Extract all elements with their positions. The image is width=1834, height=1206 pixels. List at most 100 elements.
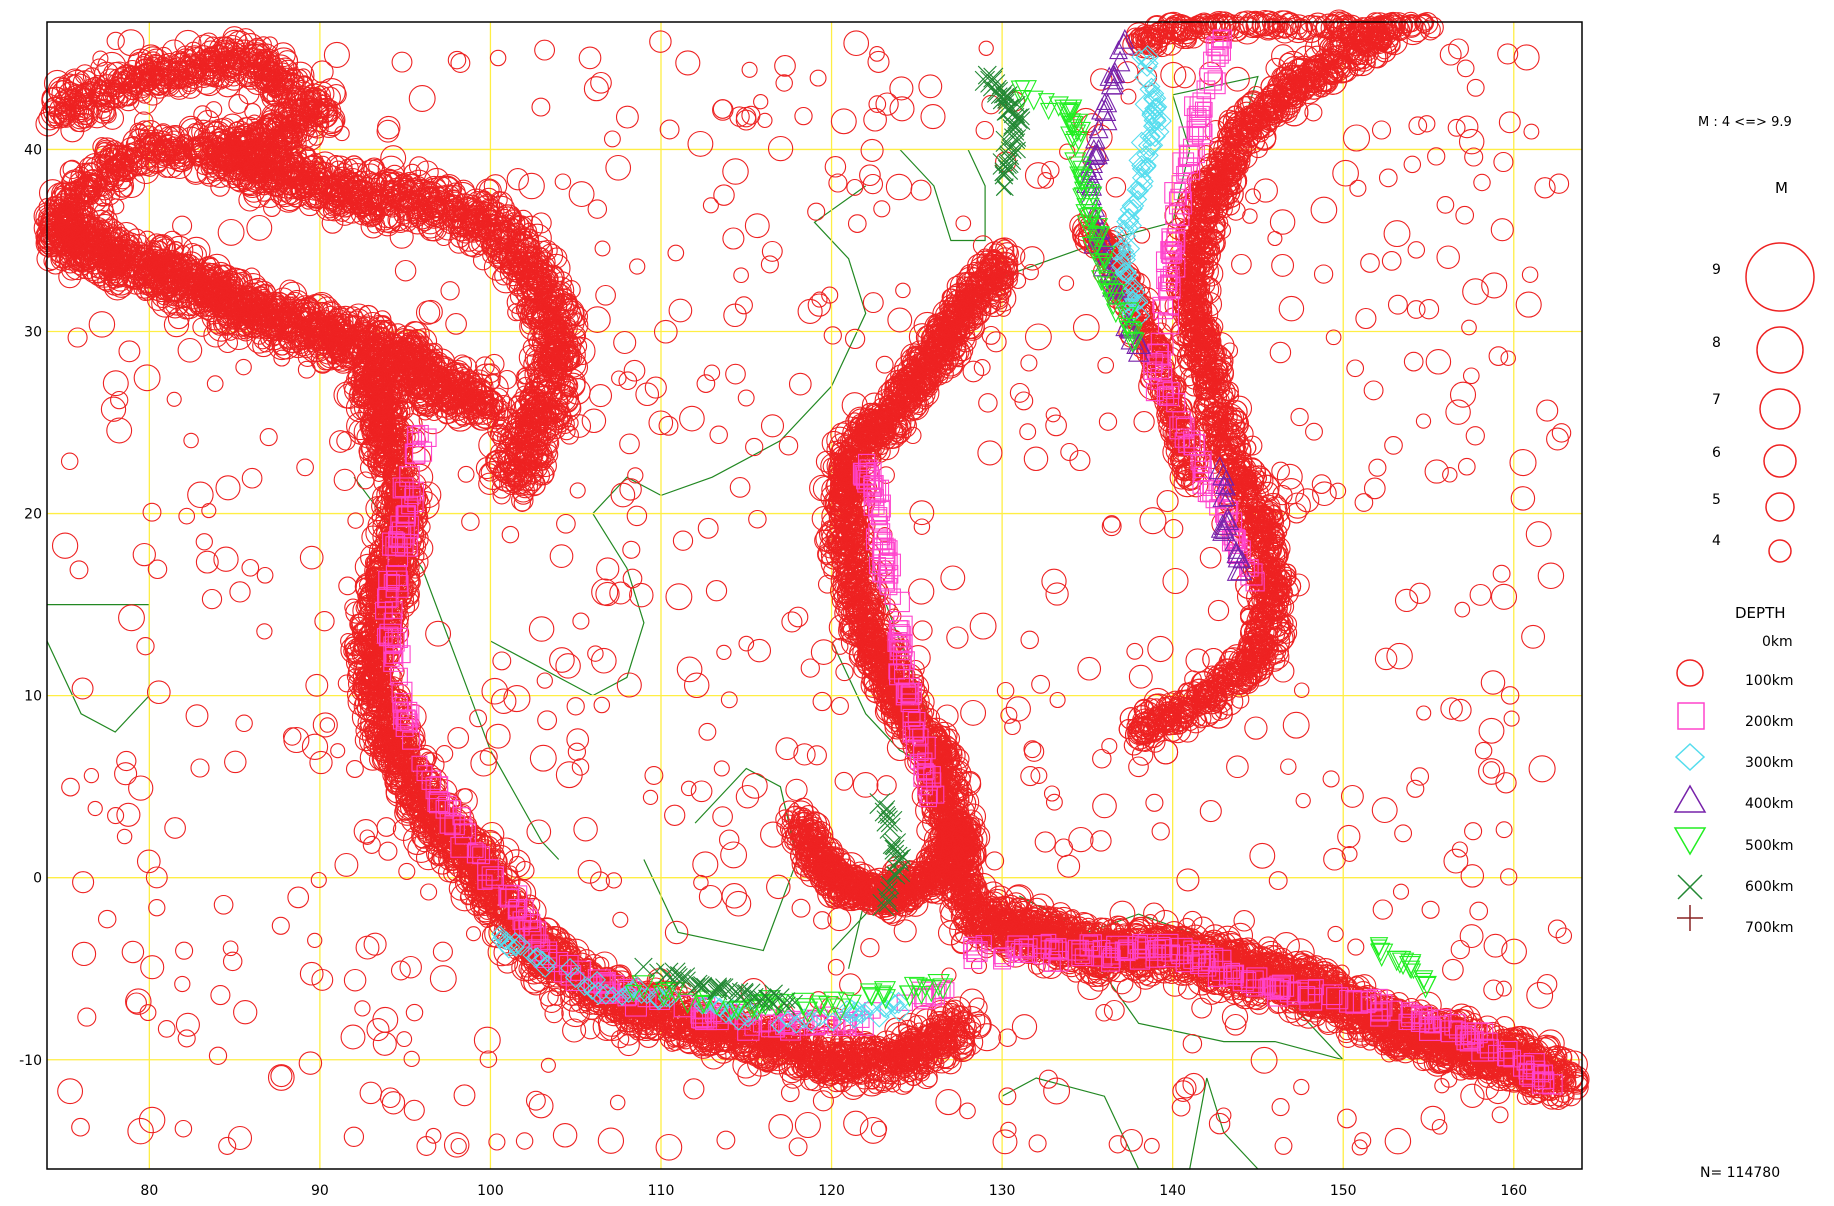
quake-circle: [1428, 148, 1445, 165]
quake-circle: [1462, 320, 1477, 335]
quake-circle: [404, 1051, 419, 1066]
quake-circle: [1342, 786, 1364, 808]
quake-circle: [451, 54, 470, 73]
quake-circle: [808, 294, 830, 316]
quake-circle: [1250, 843, 1275, 868]
quake-circle: [861, 939, 879, 957]
quake-circle: [810, 70, 826, 86]
quake-circle: [441, 282, 459, 300]
quake-circle: [673, 531, 692, 550]
quake-circle: [844, 31, 869, 56]
quake-circle: [516, 1133, 532, 1149]
quake-circle: [529, 617, 553, 641]
quake-circle: [1074, 315, 1100, 341]
quake-circle: [677, 657, 702, 682]
quake-circle: [947, 627, 968, 648]
quake-circle: [1326, 330, 1341, 345]
quake-circle: [738, 390, 754, 406]
quake-circle: [378, 116, 400, 138]
quake-circle: [1548, 920, 1566, 938]
quake-circle: [739, 636, 754, 651]
quake-circle: [188, 482, 213, 507]
quake-circle: [433, 942, 452, 961]
quake-circle: [863, 175, 882, 194]
quake-circle: [421, 884, 437, 900]
quake-circle: [1443, 959, 1464, 980]
quake-circle: [1269, 872, 1287, 890]
quake-circle: [1296, 794, 1310, 808]
quake-circle: [1529, 756, 1555, 782]
quake-circle: [860, 1118, 886, 1144]
quake-circle: [1456, 206, 1474, 224]
quake-circle: [535, 40, 555, 60]
quake-circle: [986, 852, 1004, 870]
quake-circle: [1183, 1035, 1201, 1053]
quake-circle: [53, 533, 78, 558]
quake-circle: [344, 970, 365, 991]
quake-circle: [236, 715, 252, 731]
quake-circle: [909, 579, 934, 604]
quake-circle: [605, 131, 621, 147]
quake-circle: [1344, 125, 1370, 151]
quake-circle: [630, 259, 645, 274]
quake-circle: [1328, 926, 1343, 941]
quake-circle: [229, 1127, 252, 1150]
quake-circle: [297, 459, 314, 476]
quake-circle: [1416, 414, 1430, 428]
quake-circle: [186, 705, 208, 727]
quake-circle: [344, 1127, 363, 1146]
quake-circle: [1380, 169, 1398, 187]
quake-circle: [735, 297, 752, 314]
quake-circle: [1395, 825, 1412, 842]
quake-circle: [117, 751, 136, 770]
quake-circle: [888, 308, 912, 332]
quake-circle: [776, 738, 798, 760]
quake-circle: [257, 568, 273, 584]
quake-circle: [1200, 547, 1221, 568]
quake-circle: [831, 109, 856, 134]
quake-circle: [874, 201, 890, 217]
quake-circle: [1382, 252, 1401, 271]
quake-circle: [1484, 980, 1504, 1000]
quake-circle: [474, 1027, 500, 1053]
quake-circle: [311, 61, 333, 83]
quake-circle: [1102, 739, 1117, 754]
quake-circle: [1538, 563, 1563, 588]
quake-circle: [1026, 324, 1052, 350]
coastline: [644, 769, 798, 951]
quake-circle: [1098, 358, 1114, 374]
quake-circle: [1479, 718, 1504, 743]
quake-circle: [720, 830, 739, 849]
quake-circle: [419, 300, 442, 323]
quake-circle: [507, 169, 528, 190]
quake-circle: [1446, 400, 1470, 424]
quake-circle: [234, 1001, 257, 1024]
quake-circle: [1020, 424, 1036, 440]
quake-circle: [676, 51, 700, 75]
quake-circle: [436, 746, 452, 762]
quake-circle: [665, 921, 687, 943]
quake-circle: [824, 327, 841, 344]
quake-circle: [1270, 342, 1290, 362]
quake-circle: [1047, 794, 1063, 810]
quake-circle: [214, 896, 233, 915]
quake-circle: [699, 723, 716, 740]
quake-circle: [1516, 292, 1541, 317]
quake-circle: [1421, 1106, 1445, 1130]
quake-circle: [1451, 941, 1469, 959]
quake-circle: [643, 790, 657, 804]
quake-circle: [115, 763, 137, 785]
quake-circle: [588, 646, 603, 661]
quake-circle: [1333, 160, 1359, 186]
quake-circle: [89, 312, 114, 337]
quake-circle: [134, 365, 160, 391]
quake-circle: [417, 1137, 436, 1156]
quake-circle: [831, 698, 848, 715]
quake-circle: [1470, 585, 1491, 606]
quake-circle: [1091, 831, 1111, 851]
quake-circle: [158, 1021, 175, 1038]
quake-circle: [579, 47, 601, 69]
quake-circle: [1104, 1001, 1124, 1021]
quake-circle: [1272, 462, 1290, 480]
